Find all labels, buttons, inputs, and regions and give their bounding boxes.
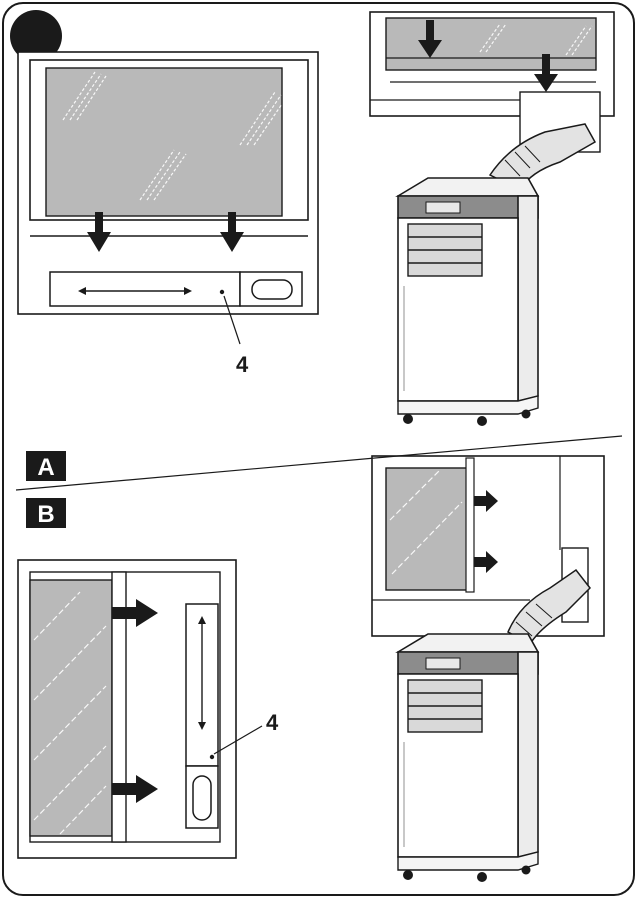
- section-b-window-scene: [371, 455, 605, 645]
- exhaust-hose: [507, 568, 591, 645]
- hose-opening: [192, 775, 212, 821]
- portable-ac-unit: [397, 177, 539, 427]
- down-arrow-icon: [534, 54, 558, 92]
- part-number-label: 4: [236, 352, 249, 377]
- window-glass: [45, 67, 283, 217]
- section-a-window-detail: [17, 51, 319, 345]
- section-label-b-text: B: [37, 501, 54, 528]
- section-b-window-detail: [17, 559, 263, 859]
- down-arrow-icon: [418, 20, 442, 58]
- section-label-b: B: [26, 498, 66, 528]
- window-slider-kit: [49, 271, 241, 307]
- section-a-window-scene: [369, 11, 615, 191]
- section-divider: [15, 435, 623, 491]
- right-arrow-icon: [112, 599, 158, 627]
- window-glass: [385, 467, 469, 591]
- section-label-a-text: A: [37, 454, 54, 481]
- right-arrow-icon: [474, 551, 498, 573]
- down-arrow-icon: [220, 212, 244, 252]
- right-arrow-icon: [112, 775, 158, 803]
- part-number-label: 4: [266, 710, 279, 735]
- step-badge: [10, 10, 62, 62]
- window-glass: [29, 579, 113, 837]
- right-arrow-icon: [474, 490, 498, 512]
- down-arrow-icon: [87, 212, 111, 252]
- portable-ac-unit: [397, 633, 539, 883]
- section-label-a: A: [26, 451, 66, 481]
- hose-opening: [251, 279, 293, 300]
